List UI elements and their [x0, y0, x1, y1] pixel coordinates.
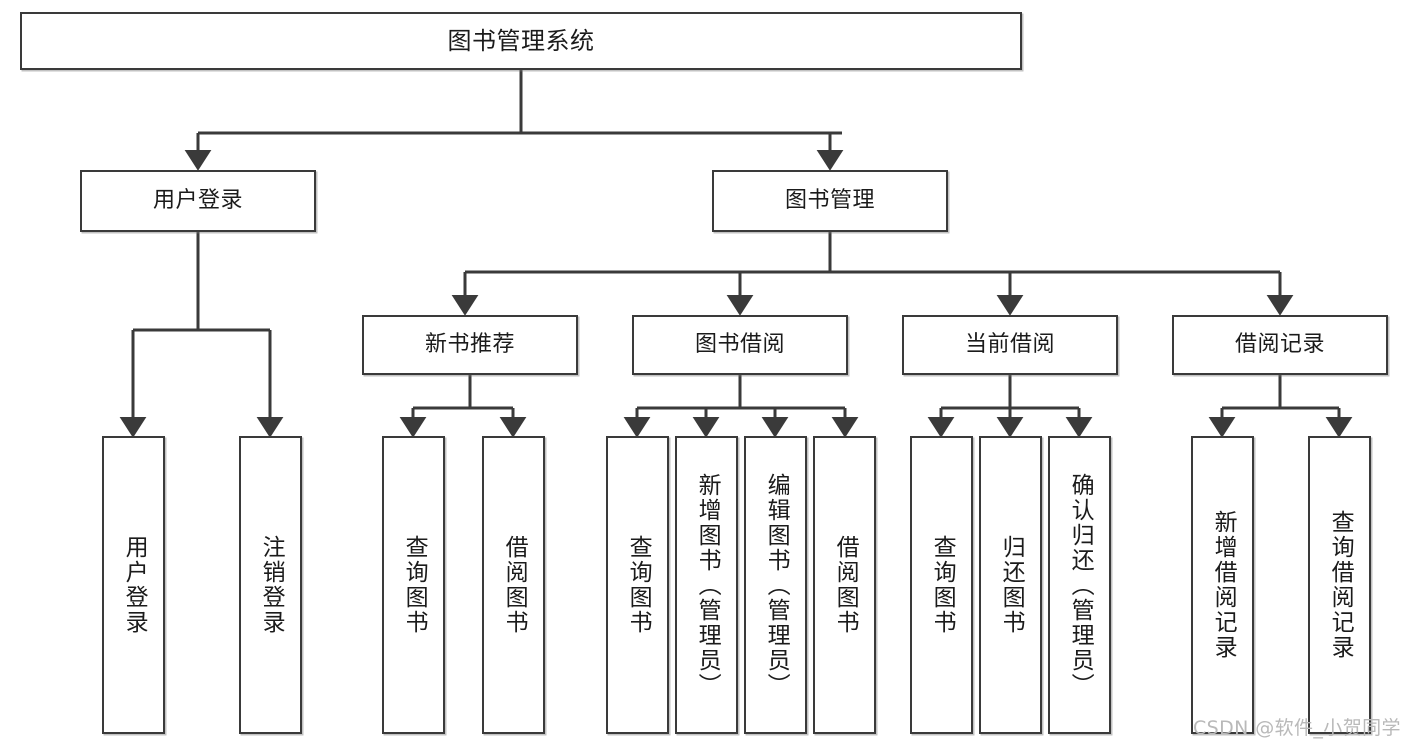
leaf-label: 编辑图书（管理员）: [763, 472, 790, 698]
leaf-new-book-borrow[interactable]: 借阅图书: [482, 436, 545, 734]
leaf-label: 借阅图书: [501, 535, 528, 635]
leaf-label: 归还图书: [998, 535, 1025, 635]
leaf-label: 用户登录: [121, 535, 148, 635]
leaf-label: 查询借阅记录: [1327, 510, 1354, 660]
node-current-borrow-label: 当前借阅: [964, 331, 1055, 357]
leaf-label: 查询图书: [401, 535, 428, 635]
leaf-book-borrow-query[interactable]: 查询图书: [606, 436, 669, 734]
leaf-current-borrow-return[interactable]: 归还图书: [979, 436, 1042, 734]
leaf-label: 借阅图书: [832, 535, 859, 635]
leaf-current-borrow-query[interactable]: 查询图书: [910, 436, 973, 734]
node-borrow-record[interactable]: 借阅记录: [1172, 315, 1388, 375]
node-book-borrow-label: 图书借阅: [694, 331, 785, 357]
node-current-borrow[interactable]: 当前借阅: [902, 315, 1118, 375]
leaf-label: 查询图书: [625, 535, 652, 635]
leaf-book-borrow-borrow[interactable]: 借阅图书: [813, 436, 876, 734]
leaf-label: 确认归还（管理员）: [1067, 472, 1094, 698]
leaf-new-book-query[interactable]: 查询图书: [382, 436, 445, 734]
node-book-borrow[interactable]: 图书借阅: [632, 315, 848, 375]
leaf-user-login-login[interactable]: 用户登录: [102, 436, 165, 734]
node-borrow-record-label: 借阅记录: [1234, 331, 1325, 357]
leaf-book-borrow-add[interactable]: 新增图书（管理员）: [675, 436, 738, 734]
node-book-management-label: 图书管理: [784, 187, 875, 213]
leaf-current-borrow-confirm-return[interactable]: 确认归还（管理员）: [1048, 436, 1111, 734]
node-new-book-recommend-label: 新书推荐: [424, 331, 515, 357]
node-root-label: 图书管理系统: [447, 26, 595, 55]
node-root[interactable]: 图书管理系统: [20, 12, 1022, 70]
leaf-label: 新增借阅记录: [1210, 510, 1237, 660]
watermark: CSDN @软件_小贺同学: [1193, 717, 1401, 739]
leaf-label: 查询图书: [929, 535, 956, 635]
leaf-borrow-record-add[interactable]: 新增借阅记录: [1191, 436, 1254, 734]
leaf-label: 注销登录: [258, 535, 285, 635]
leaf-user-login-logout[interactable]: 注销登录: [239, 436, 302, 734]
node-user-login[interactable]: 用户登录: [80, 170, 316, 232]
node-new-book-recommend[interactable]: 新书推荐: [362, 315, 578, 375]
leaf-borrow-record-query[interactable]: 查询借阅记录: [1308, 436, 1371, 734]
node-book-management[interactable]: 图书管理: [712, 170, 948, 232]
leaf-book-borrow-edit[interactable]: 编辑图书（管理员）: [744, 436, 807, 734]
leaf-label: 新增图书（管理员）: [694, 472, 721, 698]
node-user-login-label: 用户登录: [152, 187, 243, 213]
